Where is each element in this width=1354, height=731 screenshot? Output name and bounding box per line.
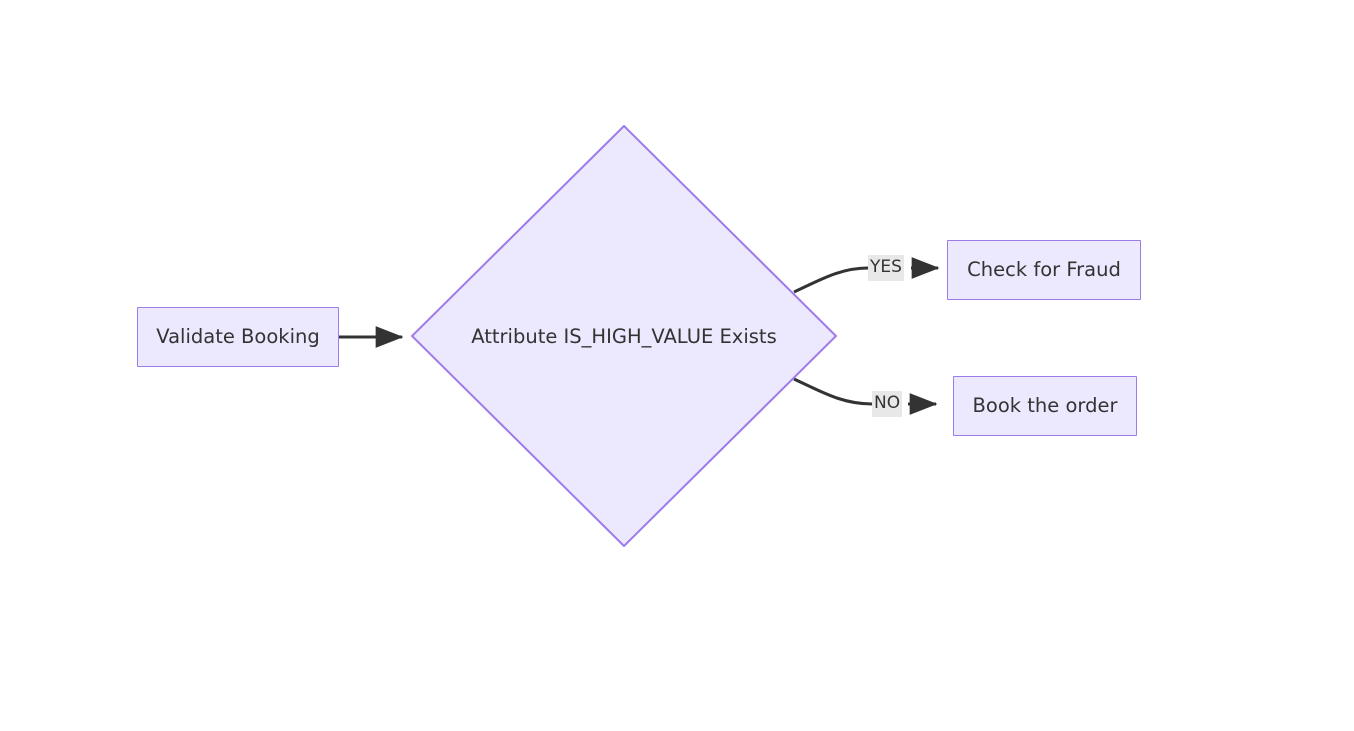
node-check-fraud-label: Check for Fraud bbox=[967, 258, 1121, 282]
edge-label-no: NO bbox=[872, 391, 903, 417]
node-book-order-label: Book the order bbox=[972, 394, 1118, 418]
edge-label-yes: YES bbox=[868, 255, 904, 281]
node-check-fraud[interactable]: Check for Fraud bbox=[947, 240, 1141, 300]
node-book-order[interactable]: Book the order bbox=[953, 376, 1137, 436]
node-validate-booking-label: Validate Booking bbox=[156, 325, 320, 349]
node-decision[interactable]: Attribute IS_HIGH_VALUE Exists bbox=[411, 125, 837, 547]
diamond-shape-icon bbox=[411, 125, 837, 547]
node-validate-booking[interactable]: Validate Booking bbox=[137, 307, 339, 367]
node-decision-label: Attribute IS_HIGH_VALUE Exists bbox=[471, 324, 777, 348]
